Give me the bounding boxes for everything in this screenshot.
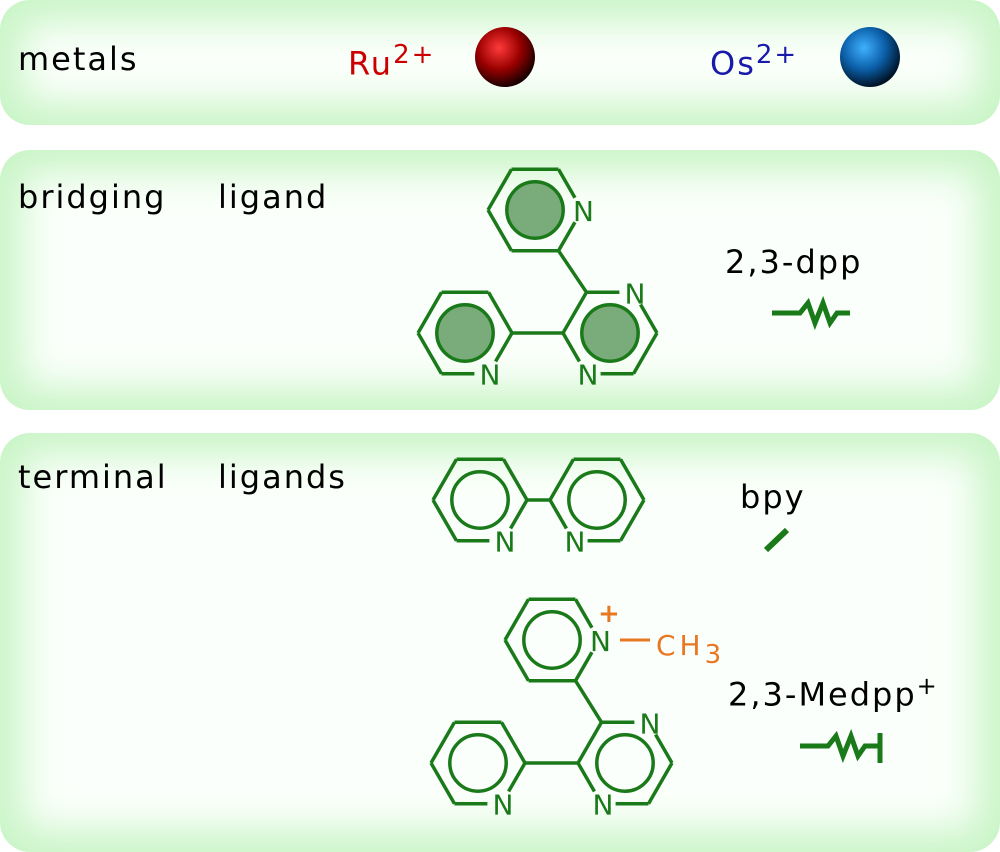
medpp-pyrazine: NN (576, 707, 674, 822)
medpp-bond-top (574, 679, 603, 724)
medpp-left-pyridine: N (429, 720, 527, 822)
dpp-left-pyridine: N (416, 290, 514, 392)
aromatic-circle (450, 470, 510, 530)
dpp-bond-top (557, 249, 588, 294)
ru-charge: 2+ (393, 40, 436, 70)
nitrogen-atom: N (640, 707, 661, 740)
aromatic-circle (522, 610, 582, 670)
nitrogen-atom: N (625, 277, 646, 310)
dpp-symbol (772, 295, 850, 331)
ru-symbol: Ru (348, 44, 394, 83)
nitrogen-atom: N (593, 789, 614, 822)
medpp-top-pyridinium: N (503, 597, 611, 683)
bpy-right-pyridine: N (548, 457, 646, 559)
terminal-title-2: ligands (218, 458, 347, 496)
aromatic-circle (435, 303, 495, 363)
nitrogen-atom: N (493, 789, 514, 822)
bridging-ligand-panel (0, 150, 1000, 410)
nitrogen-atom: N (578, 359, 599, 392)
bpy-symbol (763, 527, 790, 553)
metals-title: metals (18, 40, 139, 78)
nitrogen-atom: N (565, 526, 586, 559)
dpp-top-pyridine: N (486, 167, 594, 253)
aromatic-circle (580, 303, 640, 363)
medpp-symbol (800, 728, 883, 764)
n-plus-charge: + (598, 599, 620, 629)
nitrogen-atom: N (480, 359, 501, 392)
bridging-title-2: ligand (218, 178, 329, 216)
os-label: Os2+ (710, 40, 798, 83)
os-symbol: Os (710, 44, 756, 83)
bpy-left-pyridine: N (431, 457, 529, 559)
medpp-text: 2,3-Medpp (728, 675, 917, 714)
aromatic-circle (448, 733, 508, 793)
aromatic-circle (567, 470, 627, 530)
medpp-name: 2,3-Medpp+ (728, 672, 939, 714)
os-sphere (840, 27, 900, 87)
bpy-name: bpy (740, 478, 806, 516)
dpp-pyrazine: NN (561, 277, 659, 392)
ru-label: Ru2+ (348, 40, 435, 83)
bridging-title-1: bridging (18, 178, 167, 216)
ru-sphere (475, 27, 535, 87)
os-charge: 2+ (755, 40, 799, 70)
terminal-title-1: terminal (18, 458, 168, 496)
aromatic-circle (505, 180, 565, 240)
dpp-name: 2,3-dpp (725, 243, 863, 281)
methyl-group: CH3 (656, 629, 725, 670)
nitrogen-atom: N (590, 625, 611, 658)
nitrogen-atom: N (573, 195, 594, 228)
medpp-charge: + (916, 672, 939, 700)
aromatic-circle (595, 733, 655, 793)
nitrogen-atom: N (495, 526, 516, 559)
